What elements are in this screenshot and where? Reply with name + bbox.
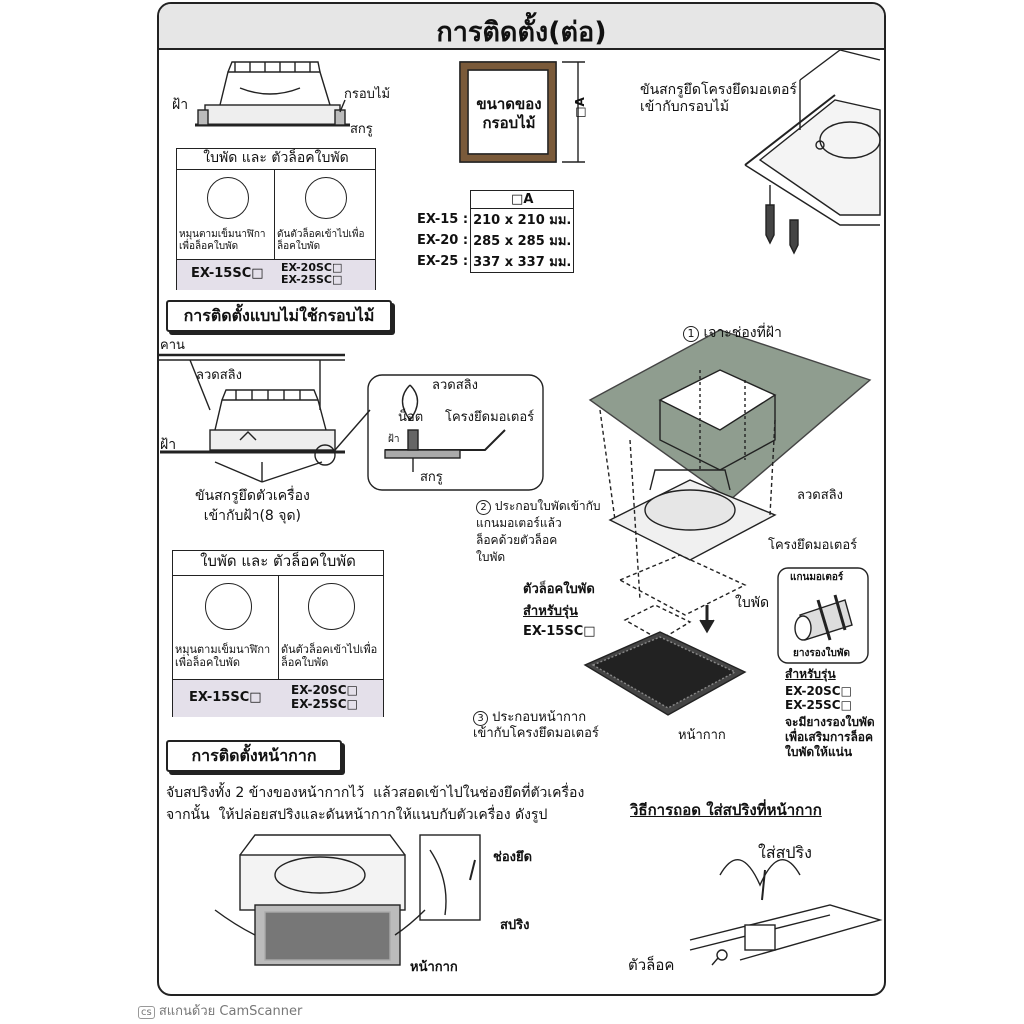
- blade-box-title: ใบพัด และ ตัวล็อคใบพัด: [203, 150, 349, 166]
- nut-label: น็อต: [398, 410, 424, 425]
- size-row-model: EX-20 :: [417, 233, 469, 248]
- size-row-model: EX-25 :: [417, 254, 469, 270]
- step3-number: 3: [473, 711, 488, 726]
- camscanner-footer: cs สแกนด้วย CamScanner: [138, 1000, 302, 1021]
- dimension-a-label: □A: [572, 97, 587, 118]
- fix-note: ขันสกรูยึดตัวเครื่อง เข้ากับฝ้า(8 จุด): [195, 488, 310, 524]
- remove-spring-title: วิธีการถอด ใส่สปริงที่หน้ากาก: [630, 801, 822, 819]
- fan-blade-icon: [205, 583, 252, 630]
- page-header: การติดตั้ง(ต่อ): [159, 4, 884, 50]
- fan-blade-icon: [305, 177, 347, 219]
- step-grille-label: หน้ากาก: [678, 728, 726, 743]
- mask-grille-label: หน้ากาก: [410, 960, 458, 975]
- shaft-label: แกนมอเตอร์: [790, 572, 844, 583]
- step-sling-label: ลวดสลิง: [797, 488, 843, 503]
- ceiling-label-2: ฝ้า: [160, 437, 177, 453]
- detail-ceiling-label: ฝ้า: [388, 434, 400, 445]
- cs-logo-icon: cs: [138, 1006, 155, 1019]
- blade-lock-box-bottom: ใบพัด และ ตัวล็อคใบพัด หมุนตามเข็มนาฬิกา…: [172, 550, 384, 717]
- motor-fan-assembly-icon: [599, 409, 777, 601]
- size-row-value: 210 x 210 มม.: [470, 208, 575, 230]
- motor-frame-screw-icon: [744, 49, 881, 255]
- step3-label: 3 ประกอบหน้ากาก เข้ากับโครงยึดมอเตอร์: [473, 710, 599, 742]
- for-model-label-2: สำหรับรุ่น: [785, 667, 836, 681]
- step1-text: เจาะช่องที่ฝ้า: [703, 325, 782, 341]
- beam-label: คาน: [160, 338, 185, 353]
- blade-left-model: EX-15SC□: [191, 266, 264, 281]
- lock-label: ตัวล็อคใบพัด: [523, 582, 595, 597]
- size-table-header: □A: [470, 190, 575, 209]
- step3-text: ประกอบหน้ากาก เข้ากับโครงยึดมอเตอร์: [473, 710, 599, 741]
- frame-size-label: ขนาดของ กรอบไม้: [476, 95, 542, 132]
- blade-lock-box-top: ใบพัด และ ตัวล็อคใบพัด หมุนตามเข็มนาฬิกา…: [176, 148, 376, 290]
- mask-section-title: การติดตั้งหน้ากาก: [166, 740, 342, 772]
- rubber-label: ยางรองใบพัด: [793, 648, 850, 659]
- step2-text: ประกอบใบพัดเข้ากับ แกนมอเตอร์แล้ว ล็อคด้…: [476, 499, 601, 564]
- size-table: □A EX-15 : 210 x 210 มม. EX-20 : 285 x 2…: [415, 190, 575, 273]
- screw-frame-note: ขันสกรูยึดโครงยึดมอเตอร์ เข้ากับกรอบไม้: [640, 82, 797, 115]
- step1-label: 1 เจาะช่องที่ฝ้า: [683, 326, 782, 342]
- step1-number: 1: [683, 326, 699, 342]
- detail-sling-label: ลวดสลิง: [432, 378, 478, 393]
- page-title: การติดตั้ง(ต่อ): [436, 17, 607, 48]
- spring-lock-icon: [689, 859, 883, 966]
- size-row-value: 337 x 337 มม.: [470, 251, 575, 273]
- lock-model: EX-15SC□: [523, 624, 596, 639]
- fan-blade-icon: [308, 583, 355, 630]
- size-row-model: EX-15 :: [417, 211, 469, 227]
- step-motor-frame-label: โครงยึดมอเตอร์: [768, 538, 858, 553]
- blade-left-caption-2: หมุนตามเข็มนาฬิกา เพื่อล็อคใบพัด: [175, 643, 271, 669]
- screw-label: สกรู: [350, 122, 373, 137]
- blade-right-caption-2: ดันตัวล็อคเข้าไปเพื่อ ล็อคใบพัด: [281, 643, 378, 669]
- size-row-value: 285 x 285 มม.: [470, 230, 575, 251]
- wood-frame-label: กรอบไม้: [344, 87, 391, 102]
- step2-label: 2 ประกอบใบพัดเข้ากับ แกนมอเตอร์แล้ว ล็อค…: [476, 498, 601, 566]
- lock-label-bottom: ตัวล็อค: [628, 956, 675, 974]
- ceiling-label: ฝ้า: [172, 97, 189, 113]
- fan-housing-top-icon: [195, 61, 350, 127]
- scanner-text: สแกนด้วย CamScanner: [158, 1004, 303, 1019]
- slot-label: ช่องยึด: [493, 850, 533, 865]
- fan-blade-icon: [207, 177, 249, 219]
- blade-right-model: EX-20SC□ EX-25SC□: [281, 261, 343, 286]
- fan-housing-noframe-icon: [160, 389, 371, 483]
- detail-screw-label: สกรู: [420, 470, 443, 485]
- models-2: EX-20SC□ EX-25SC□: [785, 684, 852, 712]
- grille-mesh-icon: [583, 631, 747, 716]
- no-frame-section-title: การติดตั้งแบบไม่ใช้กรอบไม้: [166, 300, 392, 332]
- spring-label: สปริง: [500, 918, 530, 933]
- blade-label: ใบพัด: [735, 595, 770, 611]
- blade-right-caption: ดันตัวล็อคเข้าไปเพื่อ ล็อคใบพัด: [277, 229, 365, 252]
- blade-left-model-2: EX-15SC□: [189, 690, 262, 705]
- blade-box-title-2: ใบพัด และ ตัวล็อคใบพัด: [200, 552, 356, 570]
- step2-number: 2: [476, 500, 491, 515]
- blade-left-caption: หมุนตามเข็มนาฬิกา เพื่อล็อคใบพัด: [179, 229, 266, 252]
- mask-install-icon: [214, 834, 481, 966]
- detail-motor-frame-label: โครงยึดมอเตอร์: [445, 410, 535, 425]
- insert-spring-label: ใส่สปริง: [758, 843, 812, 862]
- blade-right-model-2: EX-20SC□ EX-25SC□: [291, 683, 358, 711]
- for-model-label: สำหรับรุ่น: [523, 604, 578, 619]
- sling-label: ลวดสลิง: [196, 368, 242, 383]
- rubber-note: จะมียางรองใบพัด เพื่อเสริมการล็อค ใบพัดใ…: [785, 715, 875, 759]
- mask-instruction: จับสปริงทั้ง 2 ข้างของหน้ากากไว้ แล้วสอด…: [166, 785, 585, 823]
